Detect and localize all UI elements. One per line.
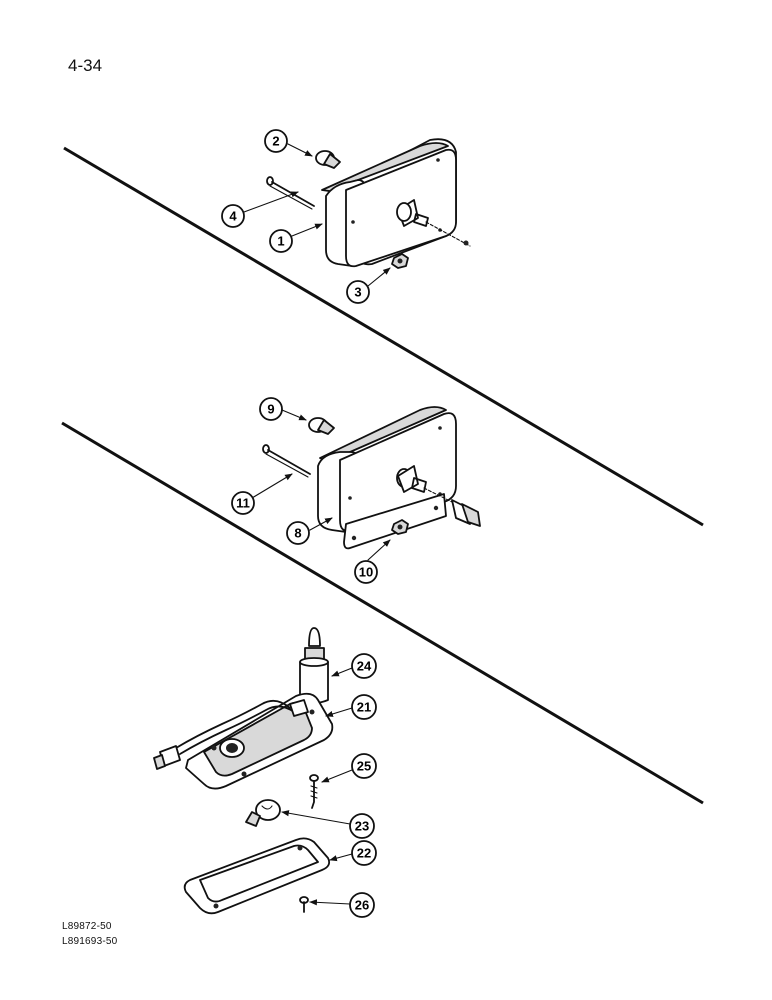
lamp-housing-8 <box>317 406 481 550</box>
section-divider-line <box>61 421 704 805</box>
svg-text:25: 25 <box>357 759 371 774</box>
svg-text:2: 2 <box>272 134 279 149</box>
leader-line <box>251 473 293 499</box>
bolt-11 <box>262 444 311 478</box>
bulb-2 <box>315 150 341 169</box>
leader-line <box>325 707 353 717</box>
leader-line <box>281 409 307 421</box>
svg-text:10: 10 <box>359 565 373 580</box>
svg-text:8: 8 <box>294 526 301 541</box>
lamp-housing-1 <box>321 138 471 268</box>
callout-2: 2 <box>264 129 288 153</box>
callout-22: 22 <box>351 840 377 866</box>
page-number: 4-34 <box>68 56 103 75</box>
svg-text:21: 21 <box>357 700 371 715</box>
figure-reference: L89872-50 <box>62 921 112 932</box>
lens-frame-22 <box>183 837 331 915</box>
callout-24: 24 <box>351 653 377 679</box>
callout-3: 3 <box>346 280 370 304</box>
bulb-9 <box>308 417 335 435</box>
screw-25 <box>309 774 319 809</box>
leader-line <box>329 853 353 862</box>
leader-line <box>281 810 351 825</box>
callout-23: 23 <box>349 813 375 839</box>
screw-26 <box>299 896 309 913</box>
leader-line <box>331 667 353 677</box>
svg-text:22: 22 <box>357 846 371 861</box>
nut-3 <box>391 253 409 269</box>
svg-text:11: 11 <box>236 496 250 511</box>
figure-reference: L891693-50 <box>62 936 118 947</box>
leader-line <box>367 267 391 287</box>
callout-25: 25 <box>351 753 377 779</box>
svg-text:1: 1 <box>277 234 284 249</box>
leader-line <box>291 223 323 237</box>
leader-line <box>309 517 333 531</box>
callout-4: 4 <box>221 204 245 228</box>
section-divider-line <box>63 146 704 527</box>
leader-line <box>243 191 299 213</box>
callout-26: 26 <box>349 892 375 918</box>
leader-line <box>287 143 313 157</box>
svg-text:26: 26 <box>355 898 369 913</box>
svg-text:9: 9 <box>267 402 274 417</box>
callout-9: 9 <box>259 397 283 421</box>
callout-11: 11 <box>231 491 255 515</box>
leader-line <box>309 899 351 906</box>
leader-line <box>367 539 391 561</box>
svg-text:23: 23 <box>355 819 369 834</box>
callout-21: 21 <box>351 694 377 720</box>
nut-10 <box>391 519 409 535</box>
bulb-23 <box>245 799 281 827</box>
leader-line <box>321 769 353 783</box>
callout-8: 8 <box>286 521 310 545</box>
svg-text:4: 4 <box>229 209 237 224</box>
lamp-body-21 <box>153 692 334 790</box>
svg-text:24: 24 <box>357 659 372 674</box>
callout-10: 10 <box>354 560 378 584</box>
bulb-24 <box>299 627 329 704</box>
svg-text:3: 3 <box>354 285 361 300</box>
callout-1: 1 <box>269 229 293 253</box>
bolt-4 <box>266 176 315 210</box>
